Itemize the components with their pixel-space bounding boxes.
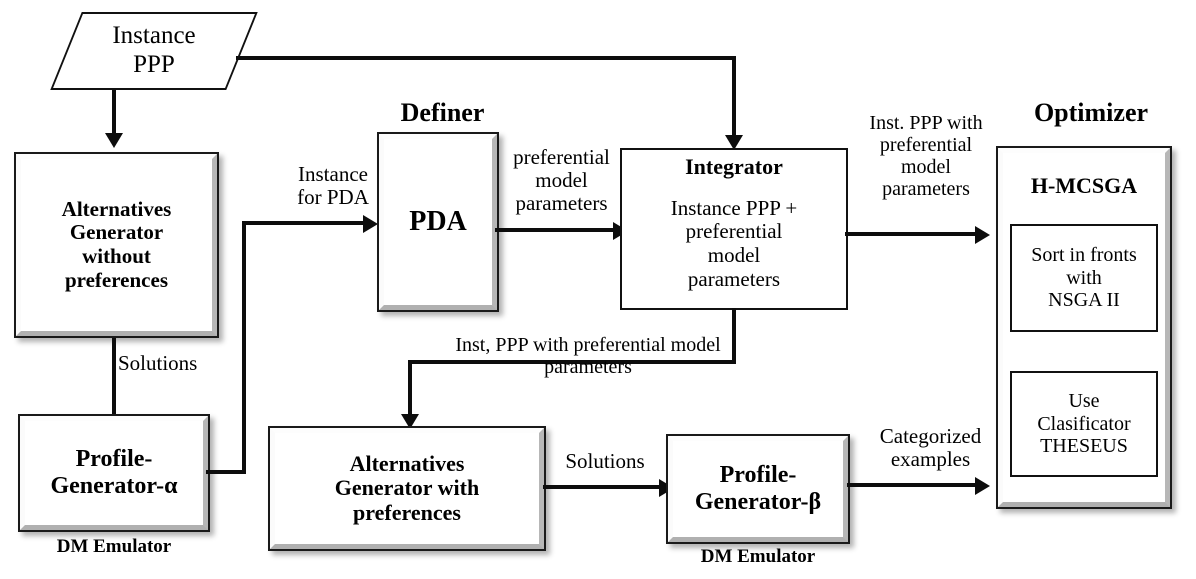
group-title-optimizer: Optimizer [1033, 98, 1149, 127]
node-alternatives-generator-without-preferences[interactable] [14, 152, 219, 338]
edge-instance-to-integrator-arrowhead [725, 135, 743, 150]
edge-integrator-to-altgenwith-v1 [732, 308, 736, 364]
edge-altgenwith-to-profilebeta-line [543, 485, 663, 489]
edge-label-preferential-model-parameters: preferential model parameters [513, 145, 610, 216]
caption-dm-emulator-right: DM Emulator [700, 546, 816, 567]
edge-integrator-to-optimizer-arrowhead [975, 226, 990, 244]
node-alternatives-generator-with-preferences[interactable] [268, 426, 546, 551]
edge-altgen-to-profilealpha-vertical [112, 338, 116, 418]
edge-instance-to-integrator-horizontal [236, 56, 736, 60]
edge-profilebeta-to-optimizer-line [847, 483, 978, 487]
edge-instance-to-integrator-vertical [732, 56, 736, 138]
edge-instance-to-altgen-arrowhead [105, 133, 123, 148]
edge-profilealpha-to-pda-h1 [206, 470, 246, 474]
group-title-definer: Definer [400, 98, 485, 127]
edge-pda-to-integrator-line [495, 228, 618, 232]
edge-profilealpha-to-pda-arrowhead [363, 215, 378, 233]
edge-label-solutions-bottom: Solutions [565, 449, 645, 473]
edge-integrator-to-optimizer-line [845, 232, 978, 236]
edge-integrator-to-altgenwith-v2 [408, 360, 412, 418]
node-profile-generator-beta[interactable] [666, 434, 850, 544]
node-profile-generator-alpha[interactable] [18, 414, 210, 532]
edge-profilealpha-to-pda-vertical [242, 221, 246, 474]
edge-instance-to-altgen-vertical [112, 90, 116, 135]
edge-label-inst-ppp-with-pref-right: Inst. PPP with preferential model parame… [869, 112, 983, 200]
edge-label-inst-ppp-with-pref-mid: Inst, PPP with preferential model parame… [455, 334, 721, 378]
edge-profilebeta-to-optimizer-arrowhead [975, 477, 990, 495]
caption-dm-emulator-left: DM Emulator [56, 536, 172, 557]
node-integrator[interactable] [620, 148, 848, 310]
edge-label-solutions-left: Solutions [118, 351, 198, 375]
node-instance-ppp-shape [50, 12, 258, 90]
edge-profilealpha-to-pda-h2 [242, 221, 367, 225]
edge-integrator-to-altgenwith-h1 [408, 360, 736, 364]
node-sort-in-fronts[interactable] [1010, 224, 1158, 332]
edge-integrator-to-altgenwith-arrowhead [401, 414, 419, 429]
node-pda[interactable] [377, 132, 499, 312]
node-use-clasificator-theseus[interactable] [1010, 371, 1158, 477]
edge-label-categorized-examples: Categorized examples [879, 424, 982, 472]
